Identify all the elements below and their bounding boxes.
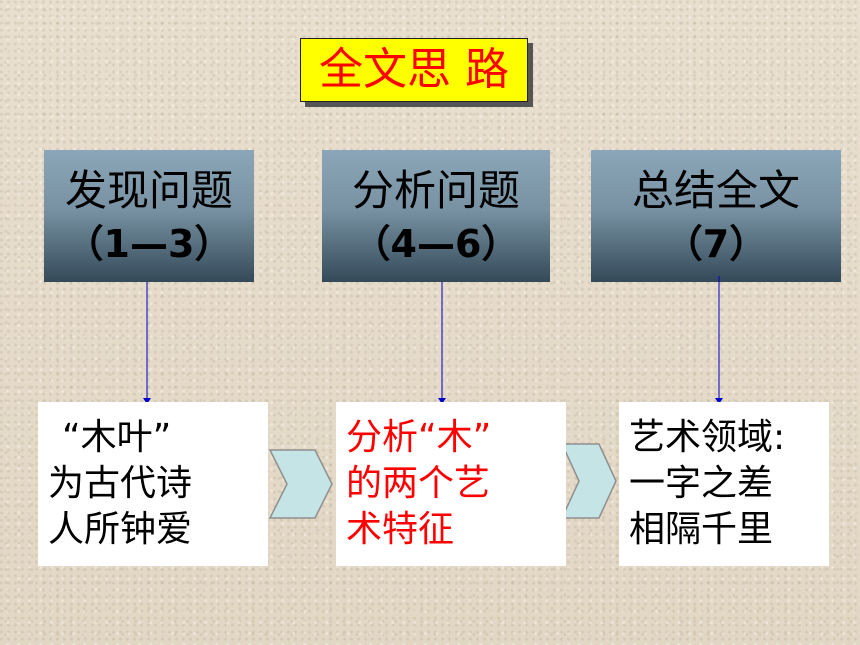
detail-line: “木叶” [62, 417, 172, 458]
detail-line: 的两个艺 [346, 463, 491, 504]
detail-line: 人所钟爱 [48, 509, 193, 550]
detail-line: 一字之差 [629, 463, 774, 504]
detail-box-summarize: 艺术领域: 一字之差 相隔千里 [619, 402, 829, 566]
chevron-arrow-icon [268, 449, 333, 519]
detail-line: 分析“木” [346, 417, 492, 458]
detail-box-analyze: 分析“木” 的两个艺 术特征 [336, 402, 566, 566]
stage-label: 分析问题 [351, 166, 520, 215]
detail-box-discover: “木叶” 为古代诗 人所钟爱 [38, 402, 268, 566]
stage-range: （1—3） [65, 222, 233, 266]
stage-label: 总结全文 [631, 166, 800, 215]
stage-box-analyze: 分析问题 （4—6） [322, 150, 550, 282]
stage-range: （7） [664, 222, 768, 266]
detail-line: 艺术领域: [629, 417, 786, 458]
connector-arrowhead-1 [143, 398, 151, 404]
stage-range: （4—6） [352, 222, 520, 266]
connector-arrowhead-2 [438, 398, 446, 404]
connector-arrowhead-3 [715, 398, 723, 404]
stage-box-summarize: 总结全文 （7） [591, 150, 841, 282]
stage-box-discover: 发现问题 （1—3） [44, 150, 254, 282]
diagram-title: 全文思 路 [300, 38, 528, 102]
detail-line: 相隔千里 [629, 509, 774, 550]
detail-line: 为古代诗 [48, 463, 193, 504]
stage-label: 发现问题 [64, 166, 233, 215]
detail-line: 术特征 [346, 509, 455, 550]
chevron-arrow-icon [560, 443, 617, 519]
